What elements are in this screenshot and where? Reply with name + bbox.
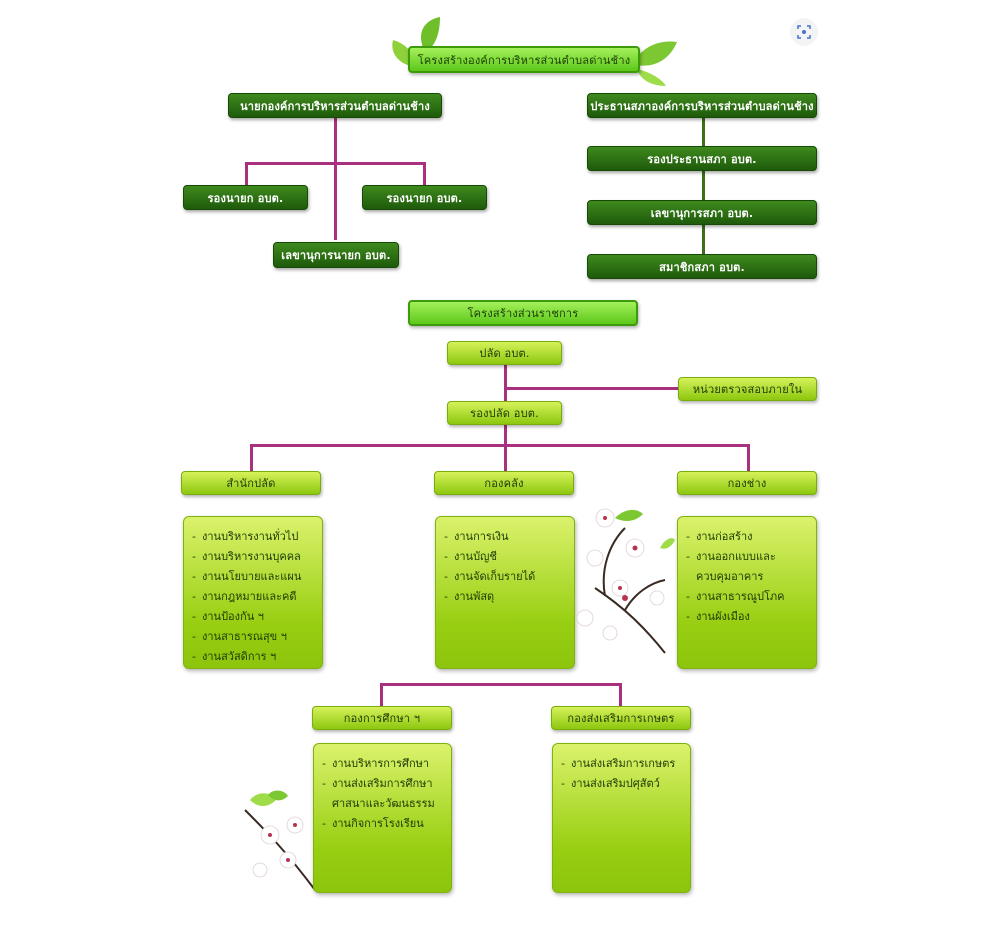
scan-icon	[797, 25, 811, 39]
executive-deputy-2: รองนายก อบต.	[362, 185, 487, 210]
list-item: -งานการเงิน	[444, 530, 509, 543]
division-education: กองการศึกษา ฯ	[312, 706, 452, 730]
list-item: -งานบริหารงานบุคคล	[192, 550, 301, 563]
list-item: -งานกิจการโรงเรียน	[322, 817, 424, 830]
leaf-decoration-right	[632, 41, 677, 86]
office-duties: -งานบริหารงานทั่วไป -งานบริหารงานบุคคล -…	[183, 516, 323, 669]
division-works: กองช่าง	[677, 471, 817, 495]
council-members: สมาชิกสภา อบต.	[587, 254, 817, 279]
division-agriculture: กองส่งเสริมการเกษตร	[551, 706, 691, 730]
list-item: -งานพัสดุ	[444, 590, 495, 603]
list-item: -งานนโยบายและแผน	[192, 570, 302, 583]
council-vice: รองประธานสภา อบต.	[587, 146, 817, 171]
list-item: -งานส่งเสริมการเกษตร	[561, 757, 676, 770]
executive-deputy-1: รองนายก อบต.	[183, 185, 308, 210]
list-item: -งานจัดเก็บรายได้	[444, 570, 536, 583]
list-item: -งานกฎหมายและคดี	[192, 590, 297, 603]
education-duties: -งานบริหารการศึกษา -งานส่งเสริมการศึกษา …	[313, 743, 452, 893]
palad-box: ปลัด อบต.	[447, 341, 562, 365]
division-office: สำนักปลัด	[181, 471, 321, 495]
gov-structure-title: โครงสร้างส่วนราชการ	[408, 300, 638, 326]
list-item: -งานสวัสดิการ ฯ	[192, 650, 277, 663]
chart-title: โครงสร้างองค์การบริหารส่วนตำบลด่านช้าง	[408, 46, 640, 73]
agriculture-duties: -งานส่งเสริมการเกษตร -งานส่งเสริมปศุสัตว…	[552, 743, 691, 893]
lens-scan-button[interactable]	[790, 18, 818, 46]
works-duties: -งานก่อสร้าง -งานออกแบบและ ควบคุมอาคาร -…	[677, 516, 817, 669]
list-item: -งานสาธารณสุข ฯ	[192, 630, 287, 643]
list-item: -งานส่งเสริมการศึกษา	[322, 777, 433, 790]
internal-audit-box: หน่วยตรวจสอบภายใน	[678, 377, 817, 401]
list-item: -งานสาธารณูปโภค	[686, 590, 785, 603]
division-finance: กองคลัง	[434, 471, 574, 495]
finance-duties: -งานการเงิน -งานบัญชี -งานจัดเก็บรายได้ …	[435, 516, 575, 669]
list-item: -งานบัญชี	[444, 550, 497, 563]
list-item: -งานส่งเสริมปศุสัตว์	[561, 777, 660, 790]
council-head: ประธานสภาองค์การบริหารส่วนตำบลด่านช้าง	[587, 93, 817, 118]
list-item: ควบคุมอาคาร	[696, 570, 764, 583]
blossom-decoration	[576, 508, 675, 654]
list-item: -งานป้องกัน ฯ	[192, 610, 264, 623]
blossom-decoration-lower	[244, 790, 316, 891]
list-item: -งานออกแบบและ	[686, 550, 776, 563]
rong-palad-box: รองปลัด อบต.	[447, 401, 562, 425]
executive-secretary: เลขานุการนายก อบต.	[273, 242, 399, 268]
executive-head: นายกองค์การบริหารส่วนตำบลด่านช้าง	[228, 93, 442, 118]
list-item: ศาสนาและวัฒนธรรม	[332, 797, 435, 810]
council-secretary: เลขานุการสภา อบต.	[587, 200, 817, 225]
list-item: -งานก่อสร้าง	[686, 530, 753, 543]
list-item: -งานบริหารงานทั่วไป	[192, 530, 299, 543]
list-item: -งานบริหารการศึกษา	[322, 757, 430, 770]
list-item: -งานผังเมือง	[686, 610, 750, 623]
